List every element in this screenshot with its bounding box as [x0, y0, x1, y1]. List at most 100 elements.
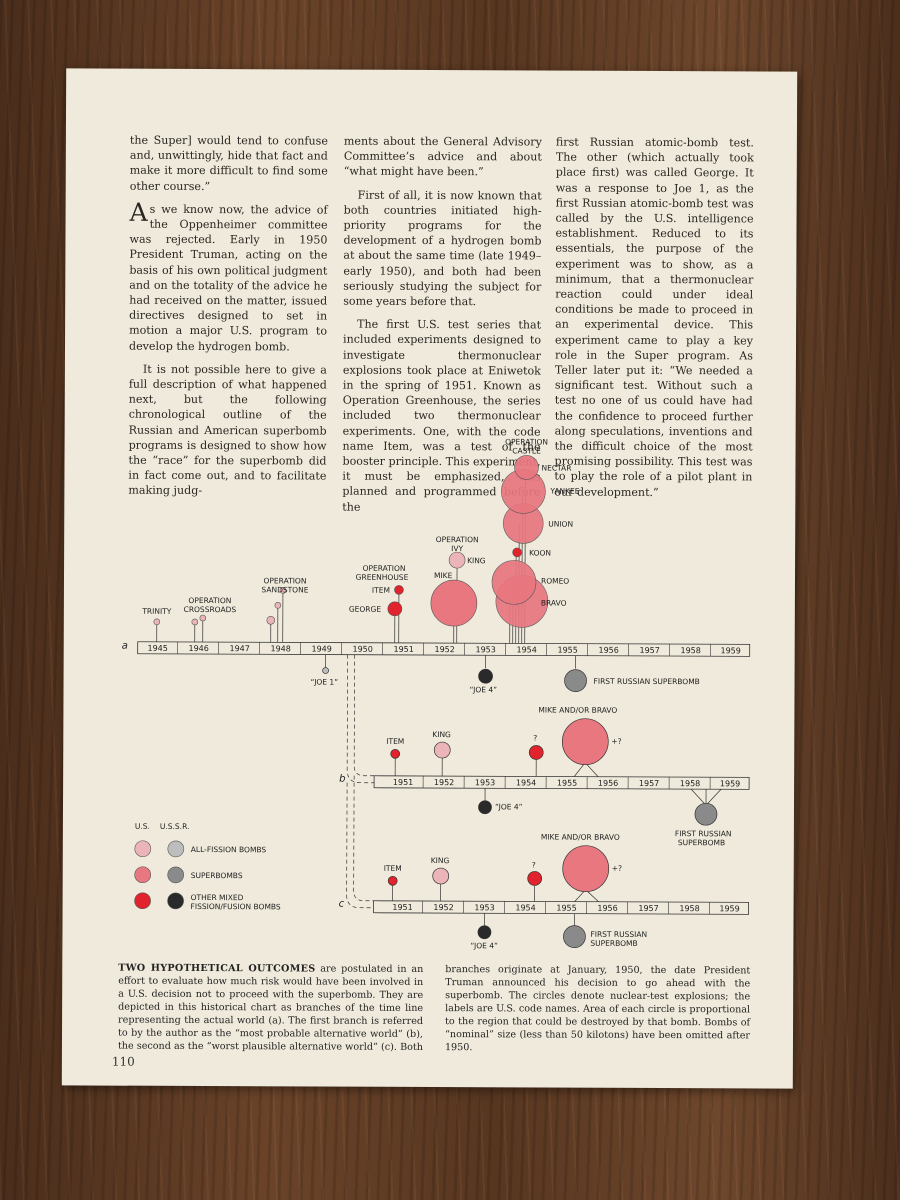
legend: U.S. U.S.S.R. ALL-FISSION BOMBS SUPERBOM…: [134, 822, 281, 911]
ussr-label-superbomb: SUPERBOMB: [678, 838, 725, 847]
series-label-operation: OPERATION: [264, 576, 307, 585]
year-label: 1959: [720, 779, 740, 788]
magazine-page: the Super] would tend to confuse and, un…: [61, 68, 798, 1089]
legend-ussr-header: U.S.S.R.: [160, 822, 190, 831]
ussr-label-first-superbomb: FIRST RUSSIAN SUPERBOMB: [594, 677, 700, 686]
series-label-ivy: IVY: [451, 544, 463, 553]
test-label-mike: MIKE: [434, 571, 453, 580]
year-label: 1954: [516, 778, 536, 787]
year-label: 1955: [556, 904, 576, 913]
row-letter-b: b: [339, 774, 345, 785]
test-circle-crossroads: [199, 614, 207, 622]
test-circle-joe4: [477, 925, 492, 940]
row-letter-a: a: [122, 641, 128, 652]
series-label-trinity: TRINITY: [141, 607, 171, 616]
test-circle-trinity: [153, 618, 161, 626]
year-ticks-c: [422, 900, 710, 915]
legend-swatch-fission-us: [134, 840, 152, 858]
test-label-plus-unknown: +?: [611, 737, 621, 746]
year-label: 1952: [433, 903, 453, 912]
year-label: 1952: [434, 778, 454, 787]
year-label: 1951: [392, 903, 412, 912]
legend-label-fission: ALL-FISSION BOMBS: [191, 845, 267, 854]
test-label-king: KING: [467, 556, 486, 565]
test-label-item: ITEM: [372, 586, 390, 595]
legend-swatch-mixed-us: [134, 892, 151, 910]
year-label: 1947: [229, 644, 249, 653]
test-circle-ussr-superbomb: [563, 925, 586, 948]
year-label: 1945: [147, 644, 167, 653]
test-circle-king: [448, 551, 466, 569]
test-label-romeo: ROMEO: [541, 576, 569, 585]
year-label: 1953: [475, 645, 495, 654]
year-label: 1953: [474, 903, 494, 912]
series-label-operation: OPERATION: [436, 535, 479, 544]
ussr-label-joe4: “JOE 4”: [495, 802, 523, 811]
test-label-mike-bravo: MIKE AND/OR BRAVO: [538, 705, 617, 714]
series-label-operation: OPERATION: [363, 564, 406, 573]
year-label: 1955: [557, 646, 577, 655]
test-label-unknown: ?: [532, 860, 536, 869]
test-label-yankee: YANKEE: [549, 487, 579, 496]
year-label: 1954: [515, 903, 535, 912]
timeline-chart: a 1945 1946 1947 1948 1949 1950 1951: [122, 437, 751, 950]
test-label-king: KING: [431, 856, 450, 865]
legend-label-super: SUPERBOMBS: [191, 871, 243, 880]
test-label-koon: KOON: [529, 548, 551, 557]
year-label: 1949: [311, 644, 331, 653]
legend-swatch-mixed-ussr: [167, 892, 184, 910]
legend-label-mixed-2: FISSION/FUSION BOMBS: [191, 902, 281, 911]
series-label-crossroads: CROSSROADS: [184, 605, 237, 614]
timeline-axis-b: [373, 775, 750, 790]
test-circle-joe4: [478, 800, 492, 815]
test-circle-item: [387, 875, 398, 886]
year-label: 1956: [597, 904, 617, 913]
test-circle-unknown: [527, 871, 543, 886]
year-label: 1957: [639, 779, 659, 788]
test-circle-sandstone: [279, 587, 287, 594]
legend-swatch-super-ussr: [167, 866, 185, 884]
year-label: 1951: [393, 645, 413, 654]
test-label-mike-bravo: MIKE AND/OR BRAVO: [541, 832, 620, 841]
series-label-sandstone: SANDSTONE: [261, 585, 308, 594]
year-ticks-b: [422, 775, 711, 790]
year-label: 1946: [188, 644, 208, 653]
test-circle-mike: [430, 579, 478, 627]
test-circle-ussr-superbomb: [694, 802, 718, 826]
test-circle-sandstone: [266, 616, 276, 625]
legend-swatch-fission-ussr: [167, 840, 185, 858]
legend-label-mixed: OTHER MIXED: [191, 893, 244, 902]
year-label: 1953: [475, 778, 495, 787]
test-circle-king: [433, 741, 451, 759]
year-label: 1959: [720, 646, 740, 655]
year-label: 1956: [598, 779, 618, 788]
test-circle-ussr-superbomb: [564, 669, 587, 692]
test-circle-romeo: [491, 560, 537, 605]
test-label-unknown: ?: [533, 733, 537, 742]
year-label: 1948: [270, 644, 290, 653]
test-circle-king: [432, 867, 450, 885]
year-label: 1957: [639, 646, 659, 655]
branch-lines: [346, 654, 375, 909]
test-label-item: ITEM: [386, 737, 404, 746]
test-circle-koon: [512, 547, 522, 558]
ussr-label-first-russian: FIRST RUSSIAN: [675, 829, 732, 838]
test-label-item: ITEM: [384, 864, 402, 873]
page-number: 110: [111, 1054, 135, 1069]
year-label: 1958: [679, 904, 699, 913]
year-label: 1950: [352, 645, 372, 654]
caption-text: are postulated in an effort to evaluate …: [117, 963, 751, 1054]
figure-caption: TWO HYPOTHETICAL OUTCOMES are postulated…: [118, 962, 750, 1056]
year-label: 1954: [516, 645, 536, 654]
test-circle-crossroads: [191, 618, 199, 626]
test-circle-george: [387, 601, 403, 617]
caption-lead: TWO HYPOTHETICAL OUTCOMES: [118, 962, 316, 975]
test-circle-item: [390, 749, 401, 759]
test-circle-sandstone: [274, 602, 282, 609]
year-label: 1955: [557, 779, 577, 788]
test-label-nectar: NECTAR: [541, 463, 571, 472]
year-label: 1956: [598, 646, 618, 655]
ussr-label-joe4: “JOE 4”: [470, 941, 498, 950]
timeline-axis-a: [137, 641, 751, 657]
test-circle-unknown: [528, 745, 544, 760]
